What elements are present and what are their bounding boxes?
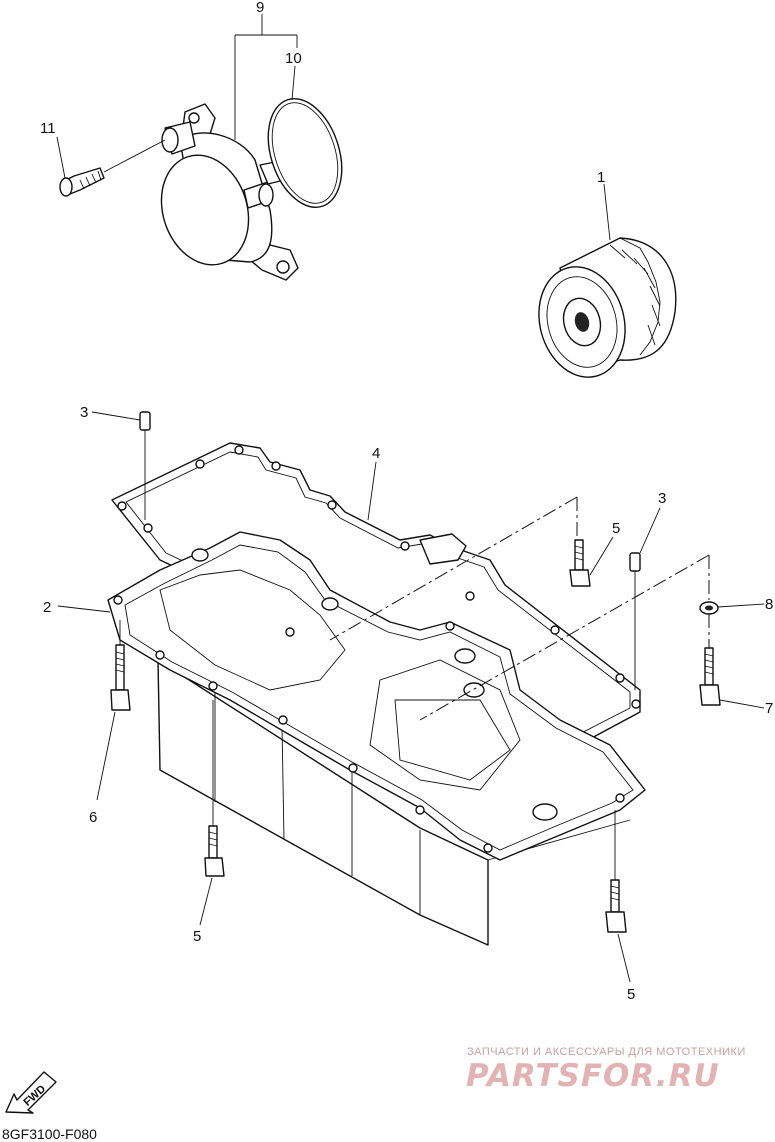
diagram-code: 8GF3100-F080 [2,1126,97,1142]
leader-lines [56,14,765,983]
fwd-arrow-icon: FWD [5,1071,57,1114]
callout-5-lower-right: 5 [627,986,635,1003]
watermark-brand: PARTSFOR.RU [466,1058,720,1094]
bolt-6 [110,644,131,711]
washer [699,601,719,615]
callout-5-lower-left: 5 [193,928,201,945]
dowel-pin-left [139,411,151,520]
o-ring [267,98,343,208]
callout-2: 2 [43,599,51,616]
oil-filter [538,237,677,378]
bolt-5-lower-right [605,879,627,933]
callout-9: 9 [256,0,264,16]
callout-10: 10 [285,50,302,67]
callout-5-upper: 5 [612,520,620,537]
oil-cooler [160,103,299,281]
watermark-tagline: ЗАПЧАСТИ И АКСЕССУАРЫ ДЛЯ МОТОТЕХНИКИ [467,1046,746,1058]
callout-11: 11 [40,120,56,137]
callout-3-right: 3 [658,490,666,507]
callout-labels: 1 2 3 3 4 5 5 5 6 7 8 9 10 11 [40,0,773,1003]
bolt-11 [59,139,166,197]
callout-4: 4 [372,445,380,462]
oil-pan [107,531,646,946]
callout-7: 7 [765,700,773,717]
drain-bolt [699,647,721,706]
oil-pan-bolt-holes [113,595,625,853]
callout-1: 1 [597,169,605,186]
bolt-5-upper [569,539,591,587]
center-lines [119,496,710,880]
dowel-pin-right [629,552,641,690]
bolt-5-lower-left [204,825,225,877]
callout-3-left: 3 [80,404,88,421]
callout-6: 6 [89,809,97,826]
callout-8: 8 [765,596,773,613]
